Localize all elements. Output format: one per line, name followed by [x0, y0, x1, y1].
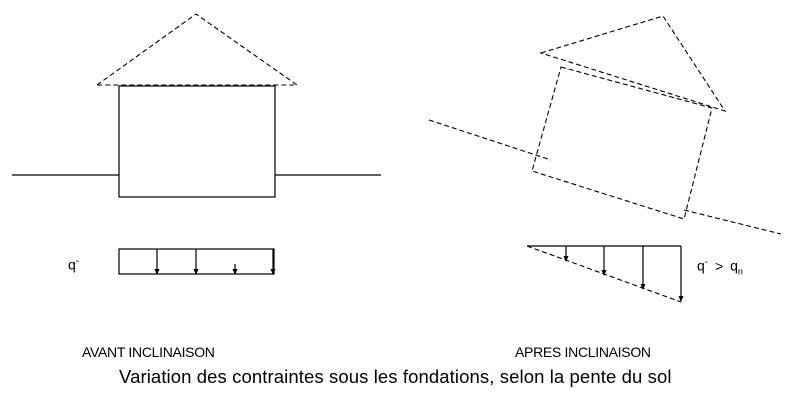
ground-line-left-after: [428, 119, 552, 161]
house-after: [531, 15, 727, 220]
reference-symbol: q: [730, 257, 738, 274]
ground-line-right-after: [683, 209, 782, 235]
load-symbol: q: [697, 257, 705, 274]
reference-subscript: n: [737, 266, 743, 277]
comparison-operator: >: [715, 257, 724, 274]
caption-after: APRES INCLINAISON: [515, 344, 651, 360]
house-body-before: [118, 85, 276, 198]
load-symbol: q: [68, 256, 76, 273]
triangular-stress-diagram: [526, 245, 684, 303]
house-body-after: [531, 66, 713, 220]
figure-caption: Variation des contraintes sous les fonda…: [119, 366, 672, 387]
roof-before: [95, 13, 299, 86]
house-before: [95, 13, 299, 198]
load-comparison-after: q- > qn: [697, 258, 743, 276]
stress-arrows-after: [563, 246, 684, 302]
load-label-before: q-: [68, 257, 79, 272]
load-subscript: -: [704, 257, 709, 268]
caption-before: AVANT INCLINAISON: [82, 344, 215, 360]
roof-after: [539, 15, 727, 112]
stress-arrows-before: [154, 249, 276, 275]
uniform-stress-diagram: [118, 248, 276, 275]
load-subscript: -: [75, 256, 80, 267]
